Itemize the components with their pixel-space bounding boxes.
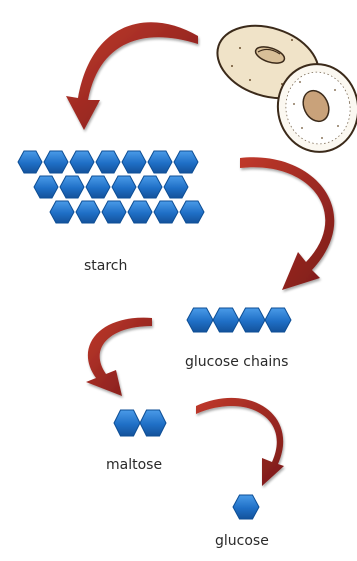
glucose-hexagon	[164, 176, 188, 198]
glucose-hexagon	[18, 151, 42, 173]
glucose-hexagon	[265, 308, 291, 332]
glucose-hexagon	[138, 176, 162, 198]
glucose-hexagon	[34, 176, 58, 198]
arrow-bagel-to-starch	[66, 22, 198, 130]
bagel-illustration	[208, 14, 357, 159]
label-glucose: glucose	[215, 533, 269, 549]
glucose-hexagon	[174, 151, 198, 173]
label-glucose-chains: glucose chains	[185, 354, 288, 370]
arrow-chains-to-maltose	[86, 318, 152, 396]
arrow-maltose-to-glucose	[196, 398, 284, 486]
glucose-hexagon	[122, 151, 146, 173]
glucose-hexagon	[239, 308, 265, 332]
glucose-hexagon	[102, 201, 126, 223]
glucose-hexagon	[140, 410, 166, 436]
glucose-hexagon	[128, 201, 152, 223]
glucose-hexagon	[154, 201, 178, 223]
maltose-molecule	[114, 410, 166, 436]
label-starch: starch	[84, 258, 127, 274]
glucose-hexagon	[44, 151, 68, 173]
glucose-hexagon	[70, 151, 94, 173]
glucose-hexagon	[180, 201, 204, 223]
arrow-starch-to-chains	[240, 157, 334, 290]
glucose-hexagon	[187, 308, 213, 332]
glucose-hexagon	[112, 176, 136, 198]
label-maltose: maltose	[106, 457, 162, 473]
glucose-hexagon	[233, 495, 259, 519]
starch-molecule	[18, 151, 204, 223]
glucose-hexagon	[76, 201, 100, 223]
glucose-hexagon	[86, 176, 110, 198]
glucose-hexagon	[60, 176, 84, 198]
glucose-hexagon	[114, 410, 140, 436]
glucose-molecule	[233, 495, 259, 519]
glucose-hexagon	[96, 151, 120, 173]
glucose-chains-molecule	[187, 308, 291, 332]
glucose-hexagon	[50, 201, 74, 223]
glucose-hexagon	[213, 308, 239, 332]
glucose-hexagon	[148, 151, 172, 173]
